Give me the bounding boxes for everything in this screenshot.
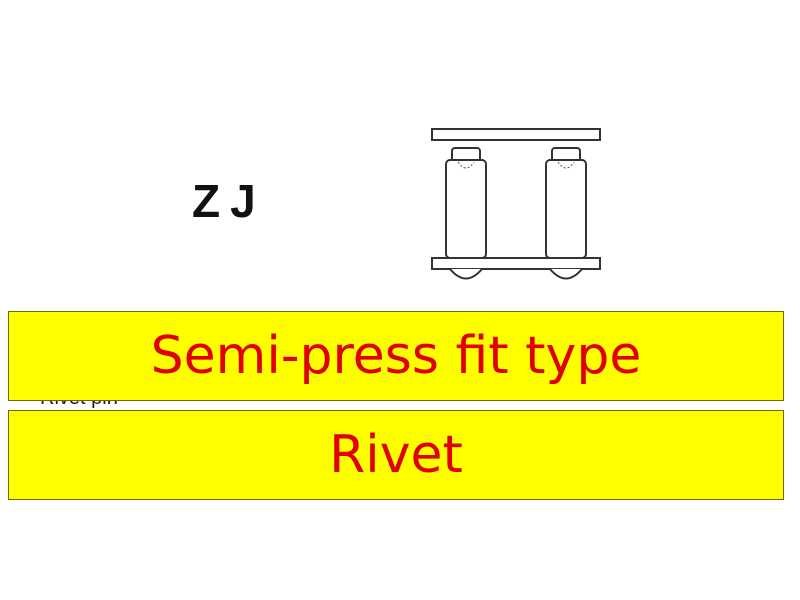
right-pin-dashed-detail <box>557 161 575 169</box>
left-pin-dashed-detail <box>457 161 475 169</box>
bottom-link-plate <box>431 257 601 270</box>
method-text: Rivet <box>329 425 463 485</box>
fit-type-banner: Semi-press fit type <box>8 311 784 401</box>
fit-type-text: Semi-press fit type <box>150 326 642 386</box>
top-link-plate <box>431 128 601 141</box>
joint-link-diagram <box>431 128 601 280</box>
right-rivet-head <box>549 268 583 280</box>
left-pin-shaft <box>445 159 487 259</box>
left-rivet-head <box>449 268 483 280</box>
right-pin-shaft <box>545 159 587 259</box>
chain-code-label: ZJ <box>192 175 266 227</box>
method-banner: Rivet <box>8 410 784 500</box>
